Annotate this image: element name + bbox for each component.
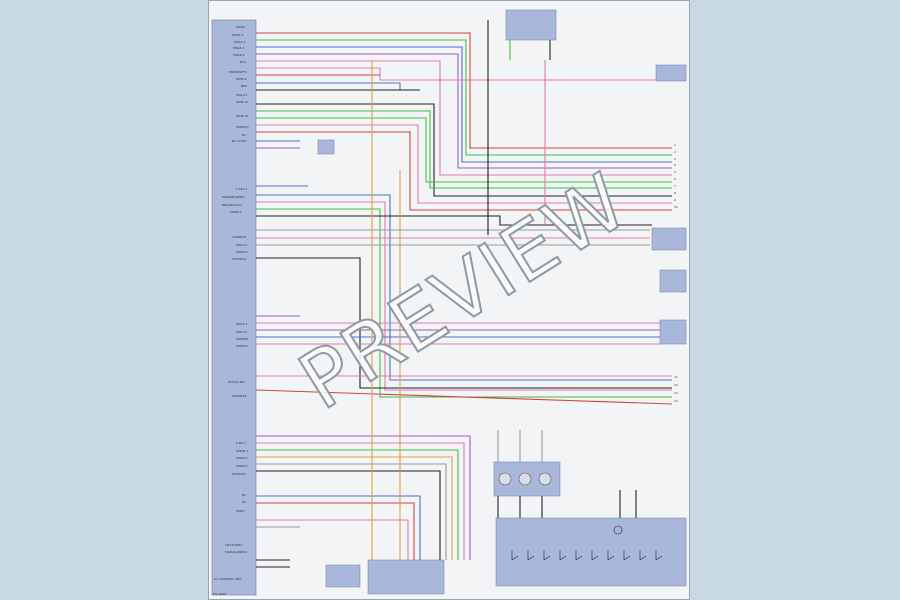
svg-text:PWM-12: PWM-12 [236, 114, 248, 118]
svg-text:DS-1060: DS-1060 [213, 592, 226, 596]
component-small-left [317, 139, 335, 155]
svg-text:B1: B1 [242, 133, 246, 137]
svg-text:MSR-11: MSR-11 [236, 330, 247, 334]
svg-text:MSR8-2: MSR8-2 [230, 210, 242, 214]
component-mid-right-b [659, 269, 687, 293]
svg-text:PW46: PW46 [236, 25, 245, 29]
svg-text:5: 5 [674, 170, 676, 174]
svg-text:14: 14 [674, 399, 678, 403]
svg-text:F-CEL-1: F-CEL-1 [236, 187, 247, 191]
svg-text:B2: B2 [242, 493, 246, 497]
svg-text:MSPWM: MSPWM [236, 337, 248, 341]
component-bottom-center [367, 559, 445, 595]
svg-text:MSR6(SEFT): MSR6(SEFT) [229, 70, 247, 74]
svg-text:12: 12 [674, 383, 678, 387]
svg-text:MSR8-8: MSR8-8 [236, 344, 248, 348]
svg-text:11: 11 [674, 375, 678, 379]
svg-text:STDMP18: STDMP18 [232, 394, 246, 398]
component-boxes [317, 9, 687, 595]
component-mid-right-c [659, 319, 687, 345]
svg-text:STDMP14: STDMP14 [232, 257, 246, 261]
svg-text:PWM-8: PWM-8 [236, 77, 246, 81]
svg-text:PWL4SET: PWL4SET [232, 472, 246, 476]
svg-text:MSP8(A): MSP8(A) [236, 125, 249, 129]
svg-text:10: 10 [674, 205, 678, 209]
svg-text:MSR8-1: MSR8-1 [233, 46, 245, 50]
wiring-diagram-sheet [208, 0, 690, 600]
svg-text:MSR-11: MSR-11 [236, 243, 247, 247]
svg-text:CNT.SUPPLY: CNT.SUPPLY [225, 543, 243, 547]
svg-text:LGSBR18: LGSBR18 [232, 235, 246, 239]
svg-text:3: 3 [674, 157, 676, 161]
component-upper-right [655, 64, 687, 82]
svg-text:7: 7 [674, 184, 676, 188]
svg-text:SIGNALGND(S): SIGNALGND(S) [225, 550, 247, 554]
svg-text:PWRGND(MSR): PWRGND(MSR) [222, 195, 245, 199]
svg-text:B84: B84 [241, 84, 247, 88]
component-bottom-right [495, 517, 687, 587]
control-module-block [211, 19, 257, 596]
svg-text:B3: B3 [242, 500, 246, 504]
svg-text:PWL4-2: PWL4-2 [236, 322, 247, 326]
svg-text:13: 13 [674, 391, 678, 395]
svg-text:MSR5: MSR5 [236, 509, 245, 513]
svg-text:6: 6 [674, 177, 676, 181]
svg-text:9: 9 [674, 198, 676, 202]
component-top-center [505, 9, 557, 41]
svg-text:SPWM-1: SPWM-1 [236, 449, 248, 453]
svg-text:1: 1 [674, 143, 676, 147]
svg-text:PWL4-2: PWL4-2 [234, 40, 245, 44]
component-mid-right-a [651, 227, 687, 251]
svg-text:4: 4 [674, 163, 676, 167]
component-bottom-left [325, 564, 361, 588]
svg-text:K-DE-1: K-DE-1 [236, 441, 246, 445]
wire-bundle [255, 20, 673, 568]
switch-symbols [511, 550, 663, 561]
svg-text:PCT(SC-BS): PCT(SC-BS) [228, 380, 245, 384]
svg-text:MSR8-5: MSR8-5 [236, 464, 248, 468]
svg-text:B15: B15 [240, 60, 246, 64]
svg-text:AC CONTROL UNIT: AC CONTROL UNIT [214, 577, 242, 581]
svg-text:2: 2 [674, 150, 676, 154]
svg-text:PWM-11: PWM-11 [236, 100, 248, 104]
svg-text:BRKCND(SIG): BRKCND(SIG) [222, 203, 242, 207]
svg-text:MSR8-4: MSR8-4 [236, 456, 248, 460]
svg-text:8: 8 [674, 191, 676, 195]
svg-text:MSR-13: MSR-13 [236, 93, 247, 97]
svg-text:PWL4-3: PWL4-3 [232, 33, 243, 37]
svg-text:MSR8-8: MSR8-8 [236, 250, 248, 254]
svg-text:B1-7LCE3: B1-7LCE3 [232, 139, 247, 143]
svg-text:MSR8-2: MSR8-2 [233, 53, 245, 57]
